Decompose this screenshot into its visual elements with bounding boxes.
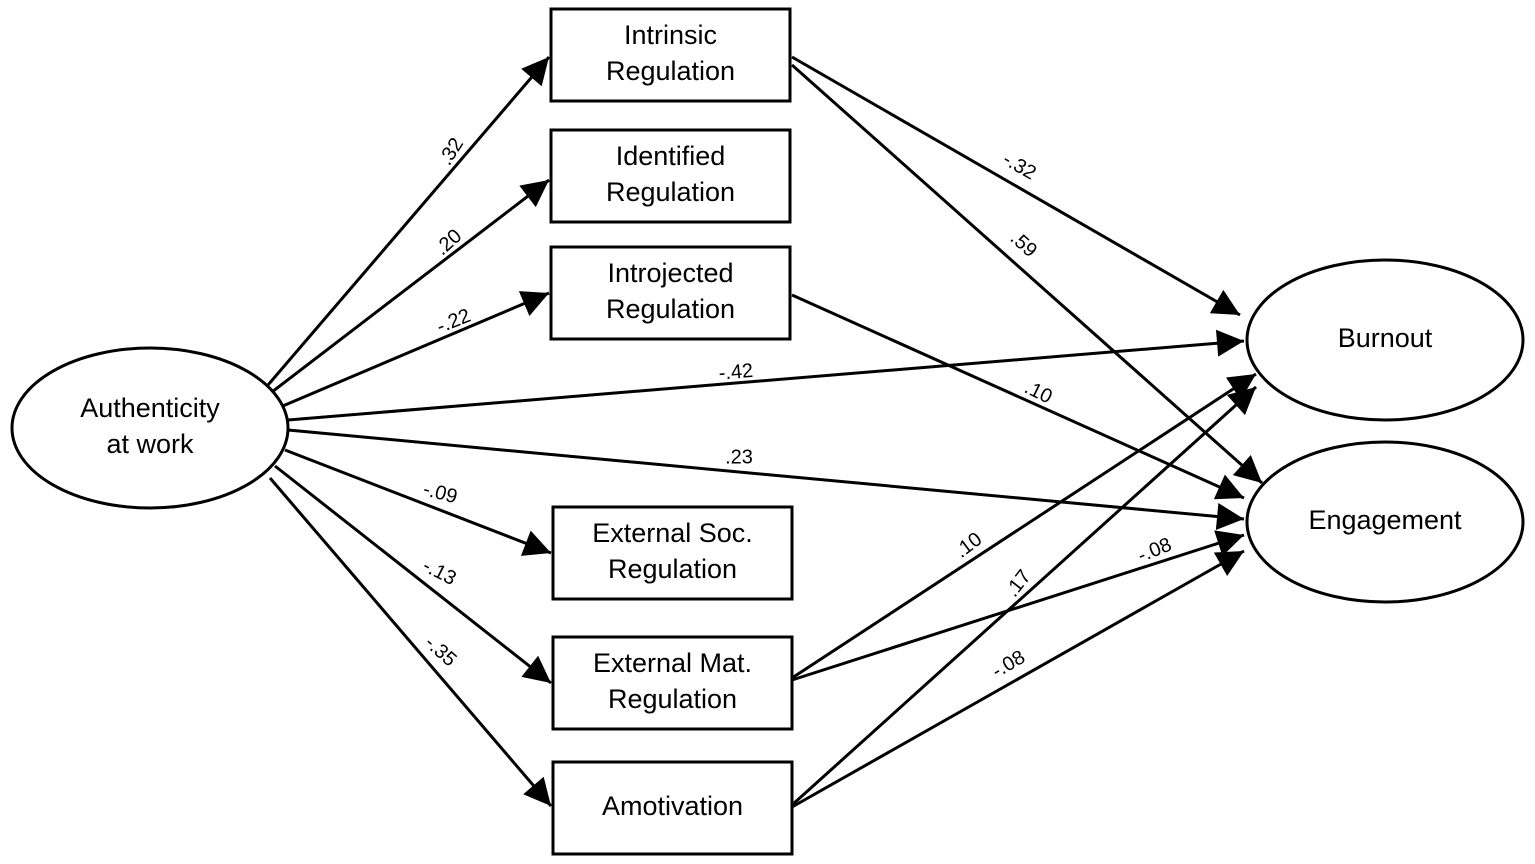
edge-intrinsic-to-burnout [791, 55, 1241, 317]
edge-authenticity-to-introjected [277, 291, 550, 410]
edge-external-mat-to-burnout [791, 372, 1257, 680]
node-ellipse [1245, 258, 1525, 422]
node-label-line: External Mat. [593, 648, 752, 678]
edges-layer [266, 55, 1263, 809]
node-box [551, 505, 794, 601]
node-label-line: Regulation [606, 177, 735, 207]
node-external-soc: External Soc. Regulation [551, 505, 794, 601]
node-box [551, 760, 794, 856]
edge-authenticity-to-intrinsic [266, 56, 551, 386]
node-box [551, 635, 794, 731]
edge-intrinsic-to-engagement [791, 63, 1263, 485]
edge-authenticity-to-identified [267, 178, 550, 397]
edge-coefficient-label: .20 [431, 225, 466, 260]
node-ellipse [10, 346, 290, 510]
edge-external-mat-to-engagement [791, 530, 1245, 682]
edge-coefficient-label: -.35 [420, 632, 460, 671]
edge-coefficient-label: .23 [725, 446, 753, 468]
node-label-line: Engagement [1308, 505, 1462, 535]
edge-coefficient-label: .10 [1021, 376, 1056, 408]
node-label-line: External Soc. [592, 518, 753, 548]
node-engagement: Engagement [1245, 440, 1525, 604]
edge-coefficient-label: .32 [435, 134, 468, 169]
edge-authenticity-to-external-mat [274, 464, 552, 685]
node-label-line: Regulation [606, 56, 735, 86]
edge-coefficient-label: .10 [951, 528, 986, 562]
edge-coefficient-label: -.08 [1135, 534, 1175, 567]
node-authenticity: Authenticity at work [10, 346, 290, 510]
edge-introjected-to-engagement [791, 293, 1245, 500]
node-label-line: Introjected [607, 258, 733, 288]
node-label-line: Amotivation [602, 791, 743, 821]
node-label-line: Identified [616, 141, 726, 171]
edge-coefficient-label: -.22 [434, 305, 474, 338]
node-label-line: Authenticity [80, 393, 220, 423]
edge-coefficient-label: .17 [1001, 566, 1035, 601]
node-external-mat: External Mat. Regulation [551, 635, 794, 731]
node-box [549, 128, 792, 224]
edge-coefficient-label: .59 [1006, 227, 1041, 262]
edge-coefficient-label: -.42 [718, 360, 754, 385]
edge-authenticity-to-burnout [287, 329, 1245, 422]
edge-authenticity-to-external-soc [284, 448, 552, 556]
node-box [549, 245, 792, 341]
edge-authenticity-to-amotivation [268, 477, 553, 807]
node-amotivation: Amotivation [551, 760, 794, 856]
node-label-line: Regulation [608, 684, 737, 714]
node-label-line: Regulation [608, 554, 737, 584]
node-box [549, 7, 792, 103]
edge-amotivation-to-engagement [791, 549, 1245, 809]
node-label-line: Intrinsic [624, 20, 717, 50]
edge-amotivation-to-burnout [790, 385, 1258, 807]
node-label-line: at work [106, 429, 194, 459]
node-label-line: Burnout [1338, 323, 1433, 353]
edge-labels-layer: .32.20-.22-.42.23-.09-.13-.35-.32.59.10.… [419, 134, 1175, 683]
node-label-line: Regulation [606, 294, 735, 324]
node-ellipse [1245, 440, 1525, 604]
edge-authenticity-to-engagement [287, 428, 1245, 530]
node-burnout: Burnout [1245, 258, 1525, 422]
